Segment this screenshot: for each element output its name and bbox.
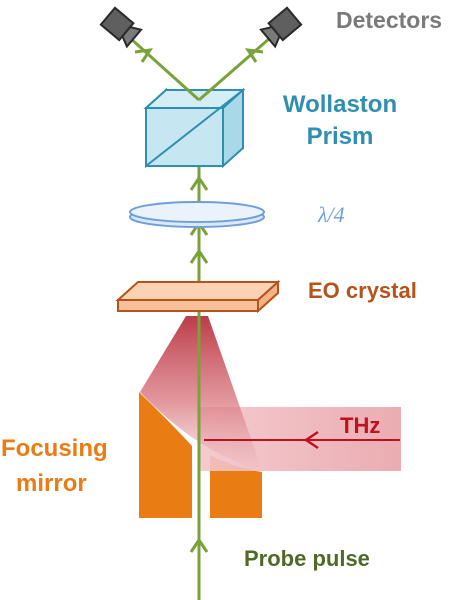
label-focusing-line2: mirror [16,470,87,497]
probe-arrowhead-mid [189,248,209,264]
split-beam-left-arrowhead [134,48,154,63]
label-wollaston-line1: Wollaston [283,91,397,118]
probe-arrowhead-top [189,175,209,191]
label-quarter-wave: λ/4 [317,202,345,227]
detector-left-icon [99,6,143,49]
detector-right-icon [259,6,303,49]
label-focusing-line1: Focusing [1,435,108,462]
label-detectors: Detectors [336,7,442,33]
split-beam-right [198,36,271,102]
label-thz: THz [340,413,380,438]
thz-focus-cone [140,316,262,470]
label-probe-pulse: Probe pulse [244,546,370,571]
quarter-wave-plate [129,201,265,228]
label-eo-crystal: EO crystal [308,278,417,303]
wollaston-prism-cube [143,87,246,169]
probe-arrowhead-bottom [189,537,209,553]
split-beam-right-arrowhead [244,48,264,63]
thz-arrowhead [303,430,319,450]
label-wollaston-line2: Prism [307,123,374,150]
eo-crystal-slab [115,279,281,314]
focusing-mirror-left [139,392,192,518]
split-beam-left [128,36,201,102]
